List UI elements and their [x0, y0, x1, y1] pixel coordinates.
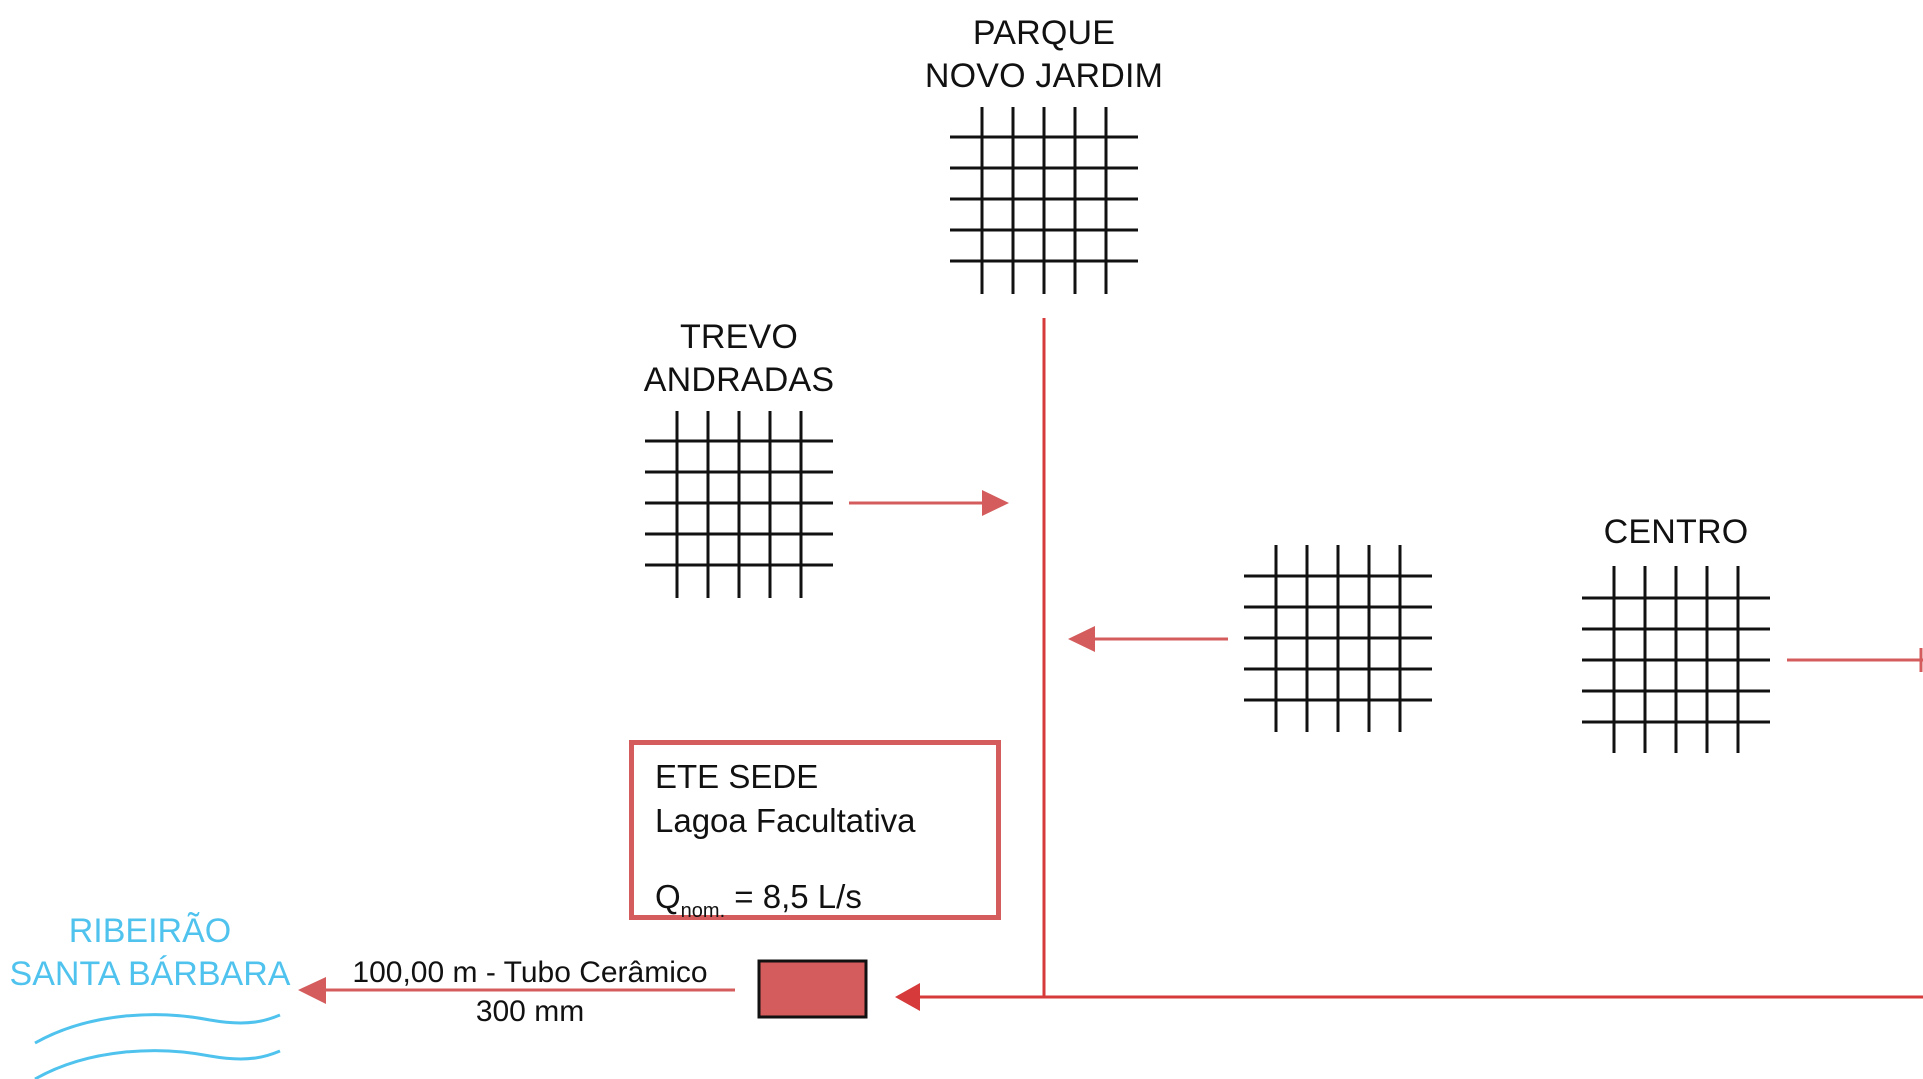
- arrowhead-trevo: [982, 490, 1009, 516]
- river-wave-1: [34, 1013, 281, 1045]
- arrowhead-main-to-ete: [895, 983, 920, 1011]
- ete-flow: Qnom. = 8,5 L/s: [655, 875, 996, 933]
- ete-title: ETE SEDE: [655, 758, 819, 795]
- ete-flow-subscript: nom.: [680, 900, 726, 922]
- grid-trevo-andradas: [645, 411, 833, 598]
- label-river: RIBEIRÃO SANTA BÁRBARA: [0, 910, 300, 996]
- river-wave-2: [34, 1049, 281, 1079]
- river-line1: RIBEIRÃO: [68, 912, 232, 950]
- ete-info-box: ETE SEDE Lagoa Facultativa Qnom. = 8,5 L…: [629, 740, 1001, 922]
- outfall-diameter: 300 mm: [475, 995, 585, 1028]
- grid-parque-novo-jardim: [950, 107, 1138, 294]
- label-trevo-andradas: TREVO ANDRADAS: [589, 316, 889, 402]
- arrowhead-unlabeled: [1068, 626, 1095, 652]
- label-parque-novo-jardim: PARQUE NOVO JARDIM: [894, 12, 1194, 98]
- label-trevo-line2: ANDRADAS: [643, 361, 835, 399]
- arrowhead-outfall: [298, 977, 326, 1004]
- ete-treatment-unit: [757, 959, 868, 1019]
- label-parque-line1: PARQUE: [972, 14, 1116, 52]
- ete-type: Lagoa Facultativa: [655, 802, 916, 839]
- label-trevo-line1: TREVO: [679, 318, 799, 356]
- outfall-length-material: 100,00 m - Tubo Cerâmico: [352, 956, 708, 989]
- river-line2: SANTA BÁRBARA: [9, 955, 291, 993]
- label-centro: CENTRO: [1526, 511, 1826, 554]
- grid-unlabeled-neighborhood: [1244, 545, 1432, 732]
- ete-flow-symbol: Q: [655, 878, 681, 915]
- label-parque-line2: NOVO JARDIM: [924, 57, 1164, 95]
- label-centro-line1: CENTRO: [1603, 513, 1749, 551]
- ete-flow-value: = 8,5 L/s: [725, 878, 862, 915]
- grid-centro: [1582, 566, 1770, 753]
